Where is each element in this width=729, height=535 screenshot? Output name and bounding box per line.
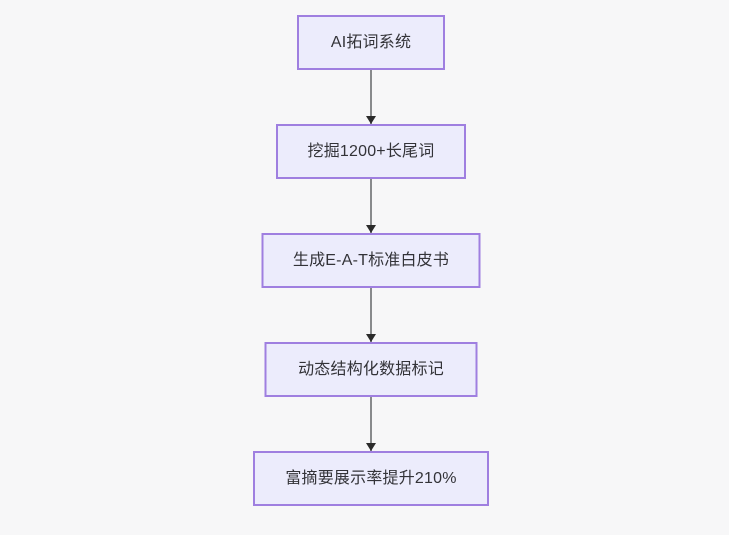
edge-n1-n2 (365, 70, 377, 124)
arrow-head-down-icon (366, 443, 376, 451)
node-label: 挖掘1200+长尾词 (307, 142, 435, 160)
flowchart-node-rich-snippet-impression-uplift[interactable]: 富摘要展示率提升210% (253, 451, 489, 506)
node-label: 生成E-A-T标准白皮书 (292, 251, 450, 269)
edge-line (370, 288, 372, 342)
node-label: 动态结构化数据标记 (298, 360, 444, 378)
edge-n3-n4 (365, 288, 377, 342)
node-label: AI拓词系统 (330, 33, 412, 51)
edge-line (370, 397, 372, 451)
edge-n2-n3 (365, 179, 377, 233)
flowchart-node-generate-eat-whitepaper[interactable]: 生成E-A-T标准白皮书 (261, 233, 481, 288)
arrow-head-down-icon (366, 334, 376, 342)
arrow-head-down-icon (366, 225, 376, 233)
node-label: 富摘要展示率提升210% (285, 469, 457, 487)
edge-line (370, 70, 372, 124)
flowchart-node-dynamic-structured-data-markup[interactable]: 动态结构化数据标记 (264, 342, 478, 397)
arrow-head-down-icon (366, 116, 376, 124)
flowchart-node-ai-keyword-system[interactable]: AI拓词系统 (297, 15, 445, 70)
edge-n4-n5 (365, 397, 377, 451)
edge-line (370, 179, 372, 233)
flowchart-node-mine-longtail-keywords[interactable]: 挖掘1200+长尾词 (276, 124, 466, 179)
